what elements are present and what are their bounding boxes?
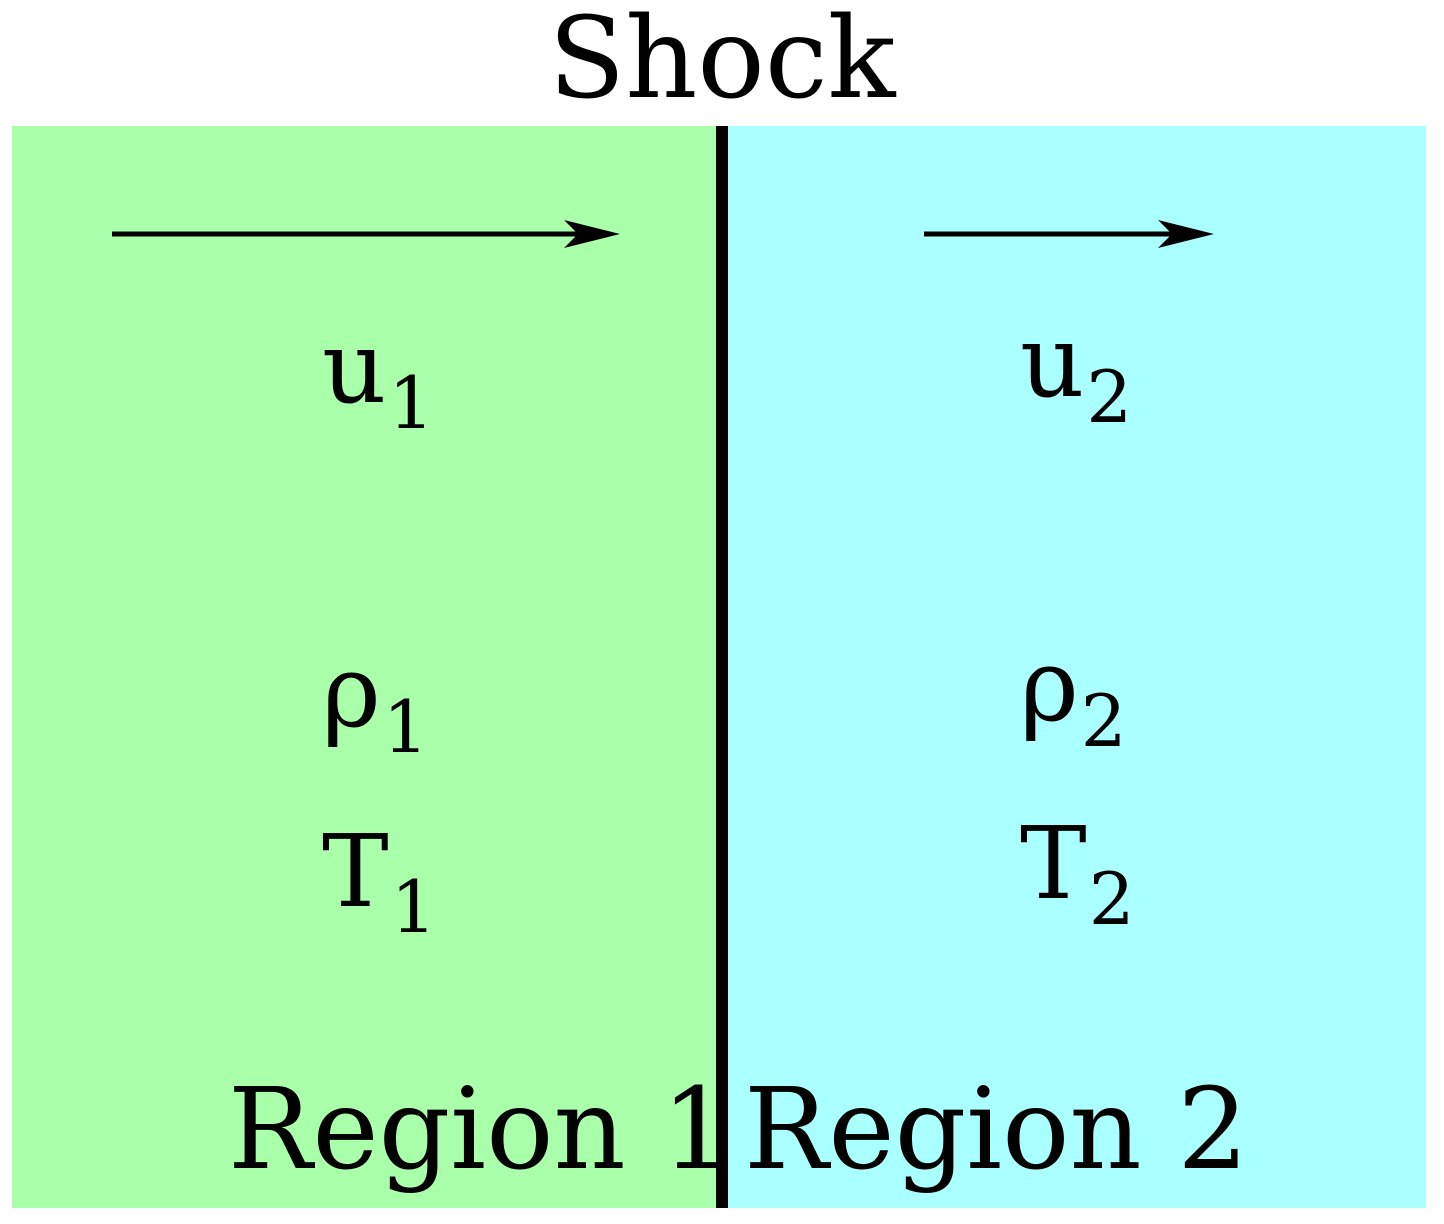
temperature-symbol: T [1020, 805, 1087, 922]
region-2 [728, 126, 1426, 1208]
region-1 [12, 126, 716, 1208]
region-2-density: ρ2 [1020, 636, 1127, 758]
velocity-subscript: 2 [1086, 355, 1133, 439]
diagram-title: Shock [548, 0, 896, 124]
region-2-velocity: u2 [1020, 312, 1132, 434]
density-symbol: ρ [322, 633, 381, 750]
velocity-symbol: u [1020, 303, 1085, 420]
region-2-label: Region 2 [744, 1065, 1249, 1195]
region-1-velocity: u1 [322, 318, 434, 440]
region-1-label: Region 1 [228, 1065, 733, 1195]
region-2-velocity-arrow-icon [924, 220, 1214, 248]
velocity-subscript: 1 [388, 361, 435, 445]
region-1-density: ρ1 [322, 642, 429, 764]
velocity-symbol: u [322, 309, 387, 426]
density-subscript: 2 [1080, 679, 1127, 763]
temperature-subscript: 2 [1088, 857, 1135, 941]
region-1-velocity-arrow-icon [112, 220, 620, 248]
region-2-temperature: T2 [1020, 814, 1135, 936]
shock-front-line [716, 126, 728, 1208]
region-1-temperature: T1 [322, 822, 437, 944]
temperature-symbol: T [322, 813, 389, 930]
density-symbol: ρ [1020, 627, 1079, 744]
density-subscript: 1 [382, 685, 429, 769]
temperature-subscript: 1 [390, 865, 437, 949]
